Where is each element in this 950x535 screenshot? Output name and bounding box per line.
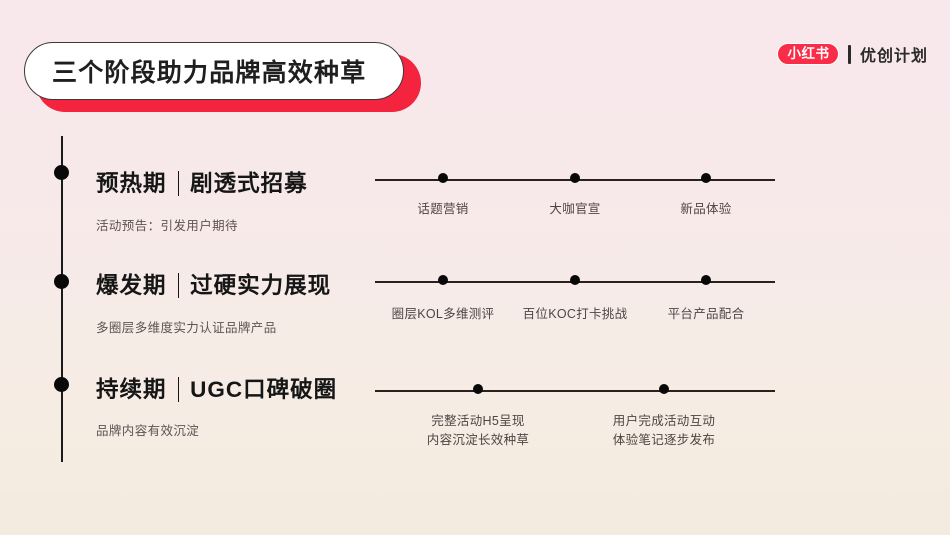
stage-burst-milestone-label-2: 百位KOC打卡挑战 xyxy=(523,305,628,324)
stage-sustain-milestone-2-line-1: 用户完成活动互动 xyxy=(612,414,716,428)
stage-burst-phase-label: 爆发期 xyxy=(96,273,167,298)
stage-burst-milestone-3-line-1: 平台产品配合 xyxy=(667,307,745,321)
stage-burst-subtitle: 多圈层多维度实力认证品牌产品 xyxy=(96,321,277,335)
stage-sustain-subtitle-row: 品牌内容有效沉淀 xyxy=(96,420,396,439)
brand-header: 小红书 优创计划 xyxy=(777,42,928,66)
stage-burst-title-row: 爆发期过硬实力展现 xyxy=(96,268,396,300)
title-text: 三个阶段助力品牌高效种草 xyxy=(52,59,367,87)
title-badge: 三个阶段助力品牌高效种草 xyxy=(24,42,404,100)
stage-sustain-milestone-label-1: 完整活动H5呈现内容沉淀长效种草 xyxy=(427,412,529,450)
stage-warmup-title: 预热期剧透式招募 xyxy=(96,166,396,198)
stage-sustain-milestone-1-line-2: 内容沉淀长效种草 xyxy=(426,433,530,447)
xiaohongshu-logo: 小红书 xyxy=(777,43,840,65)
stage-burst-milestone-label-3: 平台产品配合 xyxy=(668,305,745,324)
stage-warmup-subtitle-row: 活动预告：引发用户期待 xyxy=(96,215,396,234)
spine-dot-1 xyxy=(54,165,69,180)
stage-warmup-title-row: 预热期剧透式招募 xyxy=(96,166,396,198)
stage-sustain-track xyxy=(375,383,775,394)
stage-warmup-title-separator xyxy=(177,170,180,196)
stage-warmup-milestone-2-line-1: 大咖官宣 xyxy=(549,202,601,216)
stage-sustain-subtitle: 品牌内容有效沉淀 xyxy=(96,424,200,438)
stage-sustain-headline-label: UGC口碑破圈 xyxy=(190,377,338,402)
stage-warmup-milestone-3-line-1: 新品体验 xyxy=(680,202,732,216)
stage-warmup-milestone-dot-1 xyxy=(438,172,448,183)
stage-burst-milestone-2-line-1: 百位KOC打卡挑战 xyxy=(522,307,628,321)
stage-sustain-milestone-dot-1 xyxy=(473,383,483,394)
stage-burst-subtitle-row: 多圈层多维度实力认证品牌产品 xyxy=(96,317,396,336)
spine-dot-2 xyxy=(54,274,69,289)
stage-burst-title-separator xyxy=(177,272,180,298)
stage-warmup-milestone-label-2: 大咖官宣 xyxy=(549,200,600,219)
stage-sustain-milestone-1-line-1: 完整活动H5呈现 xyxy=(431,414,525,428)
stage-burst-milestone-dot-1 xyxy=(438,274,448,285)
stage-sustain-title-row: 持续期 UGC口碑破圈 xyxy=(96,372,396,404)
stage-warmup-headline-label: 剧透式招募 xyxy=(190,171,308,196)
stage-burst-track xyxy=(375,274,775,285)
stage-sustain-phase-label: 持续期 xyxy=(96,377,167,402)
stage-warmup-milestone-label-3: 新品体验 xyxy=(680,200,731,219)
stage-warmup-track xyxy=(375,172,775,183)
page-title: 三个阶段助力品牌高效种草 xyxy=(24,42,421,114)
program-name-label: 优创计划 xyxy=(859,48,928,65)
stage-sustain-milestone-label-2: 用户完成活动互动体验笔记逐步发布 xyxy=(613,412,715,450)
stage-warmup-milestone-1-line-1: 话题营销 xyxy=(417,202,469,216)
stage-sustain-milestone-2-line-2: 体验笔记逐步发布 xyxy=(612,433,716,447)
stage-warmup-milestone-dot-3 xyxy=(701,172,711,183)
brand-divider xyxy=(848,44,851,64)
stage-warmup-subtitle: 活动预告：引发用户期待 xyxy=(96,219,238,233)
stage-burst-milestone-label-1: 圈层KOL多维测评 xyxy=(392,305,495,324)
stage-sustain-title-separator xyxy=(177,376,180,402)
spine-dot-3 xyxy=(54,377,69,392)
stage-burst-milestone-dot-2 xyxy=(570,274,580,285)
stage-burst-headline-label: 过硬实力展现 xyxy=(190,273,332,298)
stage-sustain-title: 持续期 UGC口碑破圈 xyxy=(96,372,396,404)
stage-warmup-milestone-dot-2 xyxy=(570,172,580,183)
stage-warmup-milestone-label-1: 话题营销 xyxy=(417,200,468,219)
stage-sustain-milestone-dot-2 xyxy=(659,383,669,394)
vertical-timeline-spine xyxy=(61,136,63,462)
stage-burst-milestone-1-line-1: 圈层KOL多维测评 xyxy=(391,307,495,321)
stage-warmup-phase-label: 预热期 xyxy=(96,171,167,196)
stage-burst-milestone-dot-3 xyxy=(701,274,711,285)
stage-burst-title: 爆发期过硬实力展现 xyxy=(96,268,396,300)
